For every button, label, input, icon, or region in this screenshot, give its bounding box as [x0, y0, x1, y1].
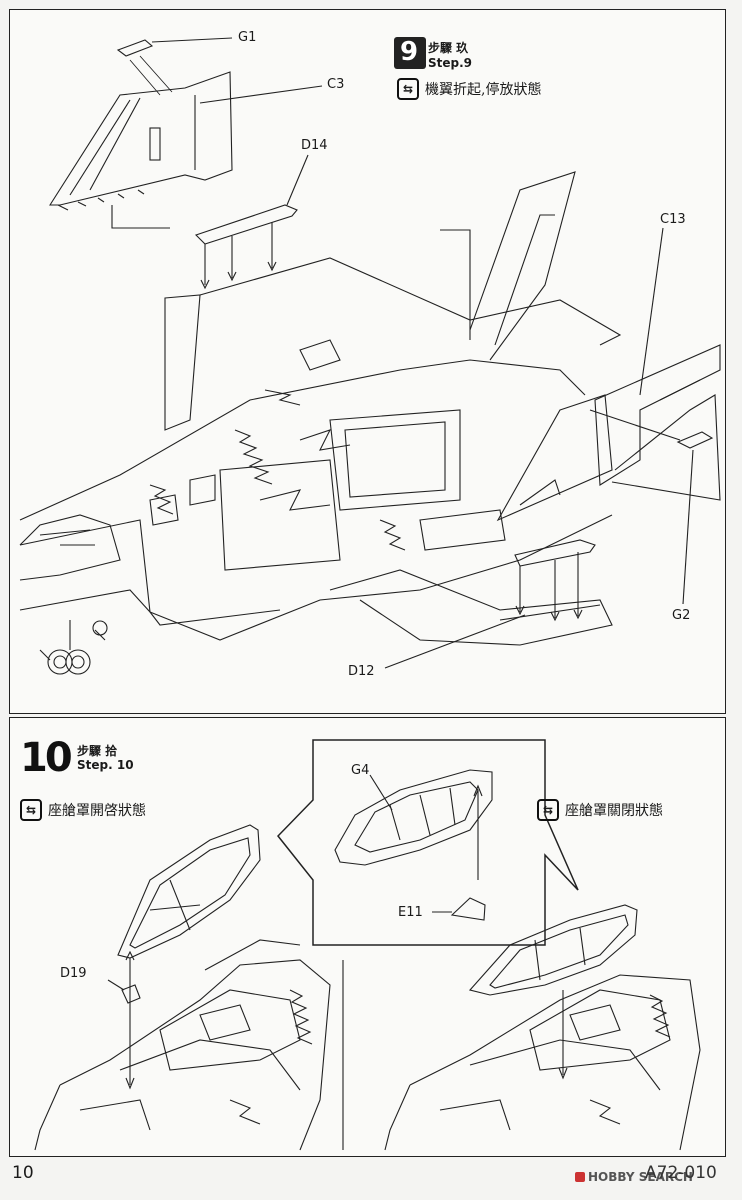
step9-panel	[9, 9, 726, 714]
watermark: HOBBY SEARCH	[575, 1170, 693, 1184]
part-label-g4: G4	[351, 763, 370, 778]
step9-title-en: Step.9	[428, 56, 473, 70]
swap-arrows-icon: ⇆	[537, 799, 559, 821]
step9-number: 9	[400, 37, 419, 67]
page-code: A72-010	[645, 1163, 717, 1183]
part-label-c3: C3	[327, 77, 345, 92]
step9-title-cn: 步驟 玖	[428, 41, 469, 55]
step10-number: 10	[20, 735, 73, 781]
watermark-text: HOBBY SEARCH	[588, 1170, 693, 1184]
part-label-d19: D19	[60, 966, 87, 981]
swap-arrows-icon: ⇆	[397, 78, 419, 100]
step10-note-open: ⇆ 座艙罩開啓狀態	[20, 799, 146, 821]
part-label-e11: E11	[398, 905, 423, 920]
step10-note-closed: ⇆ 座艙罩關閉狀態	[537, 799, 663, 821]
watermark-logo-icon	[575, 1172, 585, 1182]
step9-note: ⇆ 機翼折起,停放狀態	[397, 78, 541, 100]
step10-note-closed-text: 座艙罩關閉狀態	[565, 803, 663, 819]
part-label-g1: G1	[238, 30, 257, 45]
page-number: 10	[12, 1163, 34, 1183]
step9-note-text: 機翼折起,停放狀態	[425, 82, 542, 98]
step10-note-open-text: 座艙罩開啓狀態	[48, 803, 146, 819]
step10-title-en: Step. 10	[77, 758, 134, 772]
step9-number-badge: 9	[394, 37, 426, 69]
step10-title-cn: 步驟 拾	[77, 744, 118, 758]
part-label-c13: C13	[660, 212, 686, 227]
step10-number-badge: 10	[20, 735, 73, 781]
part-label-d12: D12	[348, 664, 375, 679]
part-label-g2: G2	[672, 608, 691, 623]
part-label-d14: D14	[301, 138, 328, 153]
swap-arrows-icon: ⇆	[20, 799, 42, 821]
